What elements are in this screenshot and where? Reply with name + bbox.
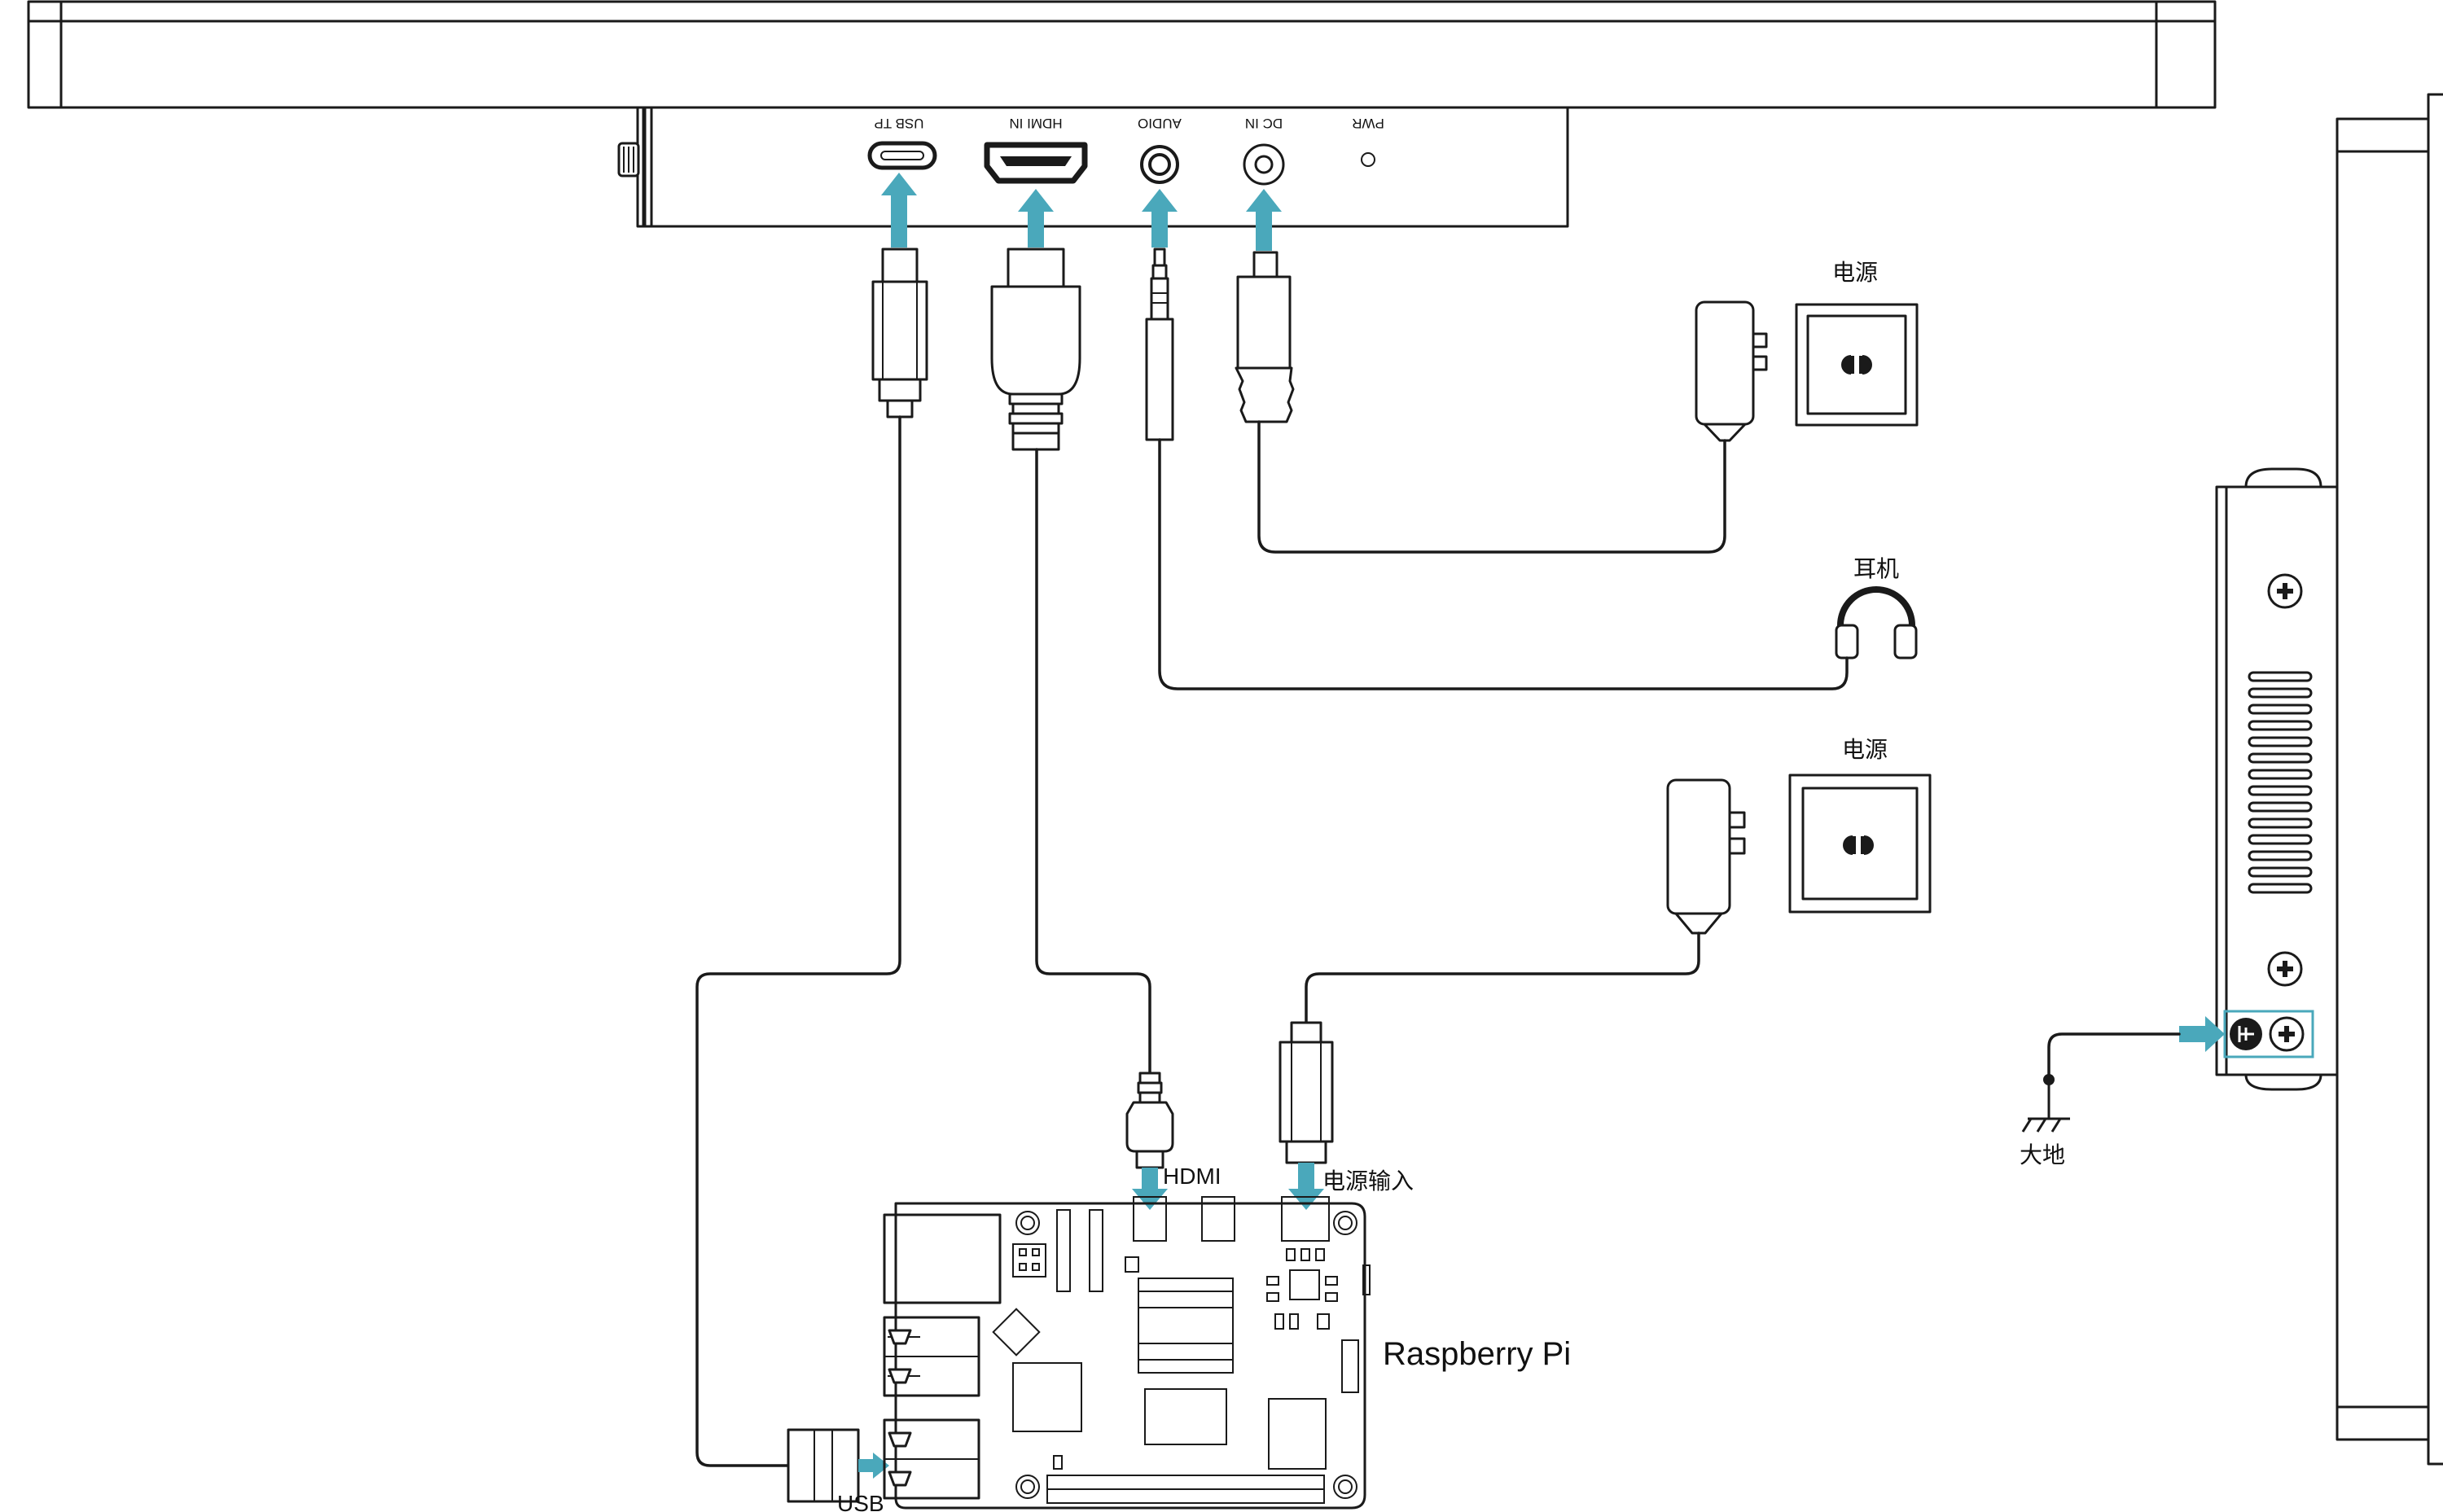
pi-power-input-label: 电源输入 <box>1322 1168 1414 1194</box>
arrow-ground <box>2179 1016 2225 1052</box>
hdmi-plug-icon <box>990 248 1081 451</box>
cable-usb-tp-to-pi <box>695 415 901 1467</box>
audio-port-label: AUDIO <box>1138 116 1182 131</box>
power-label-bottom: 电源 <box>1842 737 1888 762</box>
arrow-dc-in <box>1246 189 1282 251</box>
arrow-pi-power <box>1288 1163 1324 1210</box>
arrow-usb-tp <box>881 173 917 248</box>
monitor-bezel <box>27 0 2217 109</box>
arrow-pi-usb <box>858 1453 889 1479</box>
micro-hdmi-plug-icon <box>1125 1072 1174 1169</box>
raspberry-pi-label: Raspberry Pi <box>1383 1336 1571 1372</box>
power-adapter-bottom-icon <box>1666 778 1746 935</box>
dc-in-port-label: DC IN <box>1245 116 1283 131</box>
ground-label: 大地 <box>2020 1142 2065 1168</box>
usb-c-power-plug-icon <box>1279 1021 1334 1164</box>
rear-io-panel <box>617 106 1569 228</box>
headphones-label: 耳机 <box>1853 556 1899 581</box>
power-adapter-top-icon <box>1695 300 1768 442</box>
pwr-led-icon <box>1361 152 1375 167</box>
cable-hdmi-to-pi <box>1035 448 1151 1076</box>
usb-c-plug-icon <box>871 248 928 419</box>
screw-icon <box>2267 951 2303 987</box>
raspberry-pi-board <box>883 1196 1371 1510</box>
cable-dc-to-adapter <box>1257 420 1726 554</box>
arrow-pi-hdmi <box>1132 1168 1168 1210</box>
hdmi-in-port-label: HDMI IN <box>1009 116 1062 131</box>
dc-plug-icon <box>1235 251 1295 423</box>
audio-plug-icon <box>1145 248 1174 441</box>
monitor-side-view <box>2215 93 2443 1466</box>
earth-ground-icon <box>2021 1074 2070 1133</box>
audio-jack-port-icon <box>1140 145 1179 184</box>
headphones-icon <box>1835 586 1918 660</box>
pwr-led-label: PWR <box>1352 116 1384 131</box>
screw-icon <box>2267 573 2303 609</box>
ground-screw-icon <box>2269 1016 2305 1052</box>
ground-wire <box>2047 1032 2181 1081</box>
power-label-top: 电源 <box>1832 260 1878 285</box>
wall-socket-top-icon <box>1795 303 1919 427</box>
wall-socket-bottom-icon <box>1788 774 1932 914</box>
pi-usb-label: USB <box>837 1491 884 1512</box>
vent-grille-icon <box>2248 671 2313 894</box>
cable-audio-to-headphones <box>1158 438 1849 690</box>
usb-tp-port-label: USB TP <box>874 116 923 131</box>
pi-hdmi-label: HDMI <box>1163 1164 1222 1189</box>
ground-terminal-icon <box>2230 1018 2262 1050</box>
dc-jack-port-icon <box>1243 143 1285 186</box>
arrow-hdmi-in <box>1018 189 1054 248</box>
usb-c-port-icon <box>867 141 937 170</box>
cable-adapter-to-pi-power <box>1305 931 1700 1024</box>
arrow-audio <box>1142 189 1178 248</box>
hdmi-port-icon <box>984 142 1088 184</box>
